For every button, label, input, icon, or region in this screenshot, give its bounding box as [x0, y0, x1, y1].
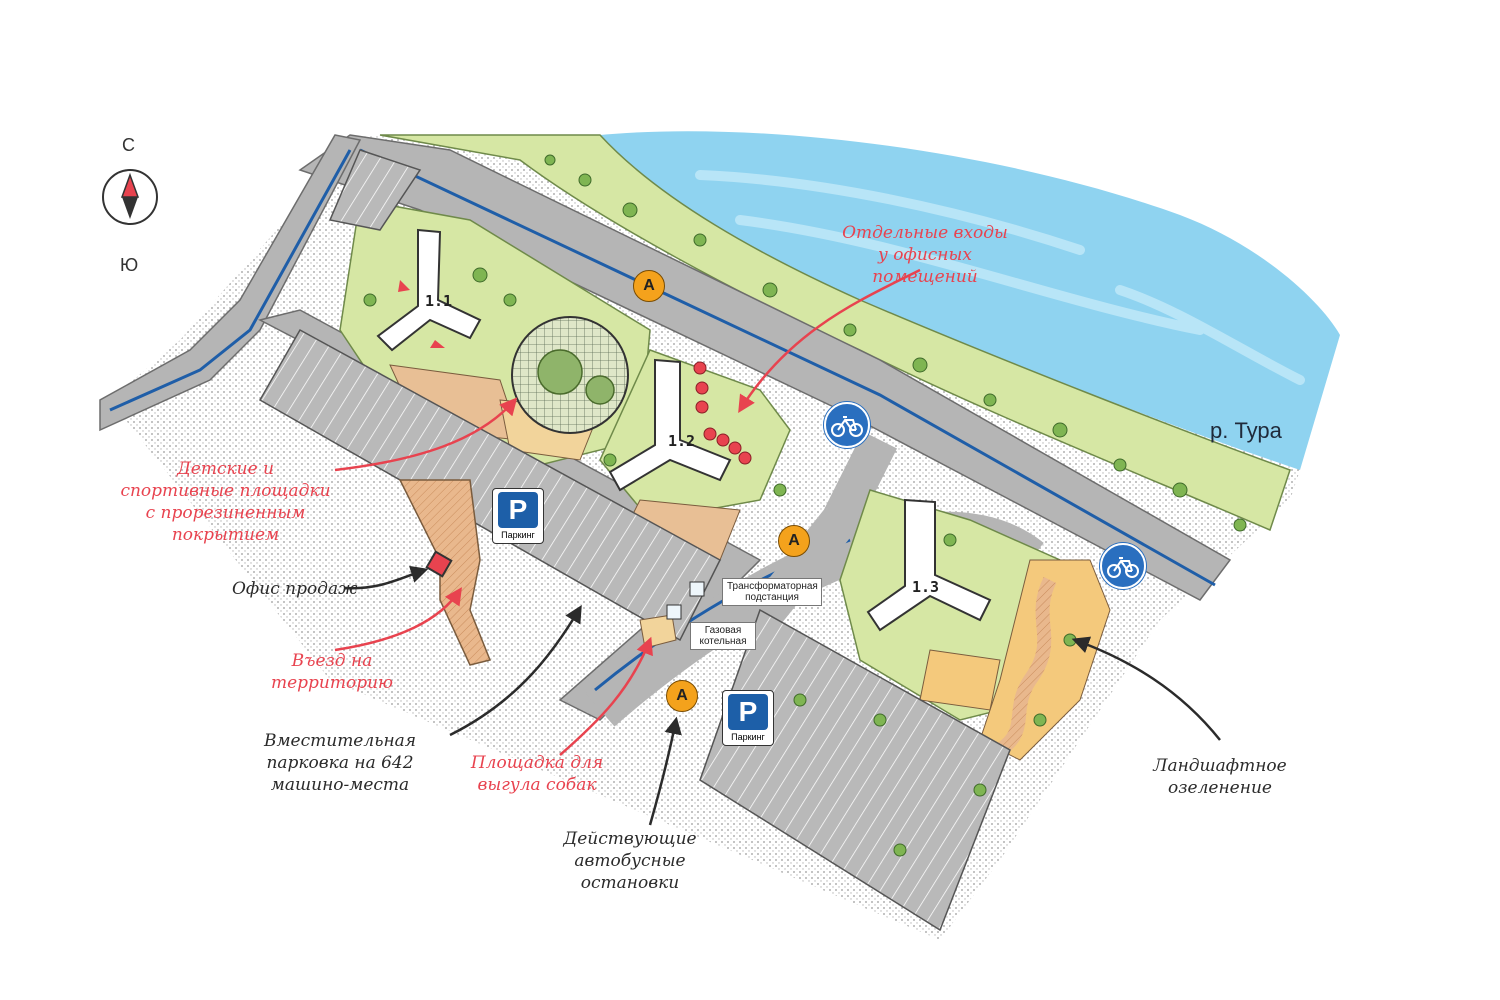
bus-stop-icon: А — [666, 680, 698, 712]
office-entrance-markers — [693, 361, 752, 465]
trees — [363, 154, 1247, 857]
building-1-2 — [608, 358, 732, 492]
callout-bus-stops: Действующие автобусные остановки — [563, 829, 697, 893]
callout-landscaping: Ландшафтное озеленение — [1153, 756, 1287, 798]
parking-lot-north — [328, 149, 422, 231]
parking-caption: Паркинг — [501, 530, 535, 540]
river-label: р. Тура — [1210, 418, 1282, 443]
callout-office-entrances: Отдельные входы у офисных помещений — [842, 223, 1008, 287]
bus-stop-icon: А — [633, 270, 665, 302]
callout-sales-office: Офис продаж — [232, 579, 358, 599]
compass-south-label: Ю — [120, 255, 139, 275]
building-label-1-1: 1.1 — [425, 292, 453, 310]
sales-office-building — [425, 550, 453, 578]
bus-stop-letter: А — [788, 532, 800, 549]
building-label-1-2: 1.2 — [668, 432, 696, 450]
bike-lane-icon — [1100, 543, 1146, 589]
parking-caption: Паркинг — [731, 732, 765, 742]
callout-entry: Въезд на территорию — [270, 651, 394, 693]
building-label-1-3: 1.3 — [912, 578, 940, 596]
bus-stop-icon: А — [778, 525, 810, 557]
bus-stop-letter: А — [676, 687, 688, 704]
bike-lane-icon — [824, 402, 870, 448]
boiler-label: Газовая котельная — [690, 622, 756, 650]
main-road — [298, 134, 1232, 601]
parking-letter: P — [508, 494, 528, 525]
west-road — [99, 134, 362, 432]
parking-lot-west — [258, 328, 721, 642]
callout-dog-area: Площадка для выгула собак — [470, 753, 604, 795]
parking-icon: P — [728, 694, 768, 730]
parking-sign: P Паркинг — [492, 488, 544, 544]
compass-icon — [102, 169, 158, 225]
callout-playgrounds: Детские и спортивные площадки с прорезин… — [120, 459, 331, 545]
callout-parking: Вместительная парковка на 642 машино-мес… — [263, 731, 417, 795]
building-1-3 — [866, 498, 992, 632]
parking-lot-south — [699, 608, 1011, 932]
building-1-1 — [376, 228, 482, 352]
parking-icon: P — [498, 492, 538, 528]
bus-stop-letter: А — [643, 277, 655, 294]
river — [600, 131, 1340, 470]
transformer-label: Трансформаторная подстанция — [722, 578, 822, 606]
compass-north-label: С — [122, 135, 135, 155]
block-1-2-lawn — [599, 349, 791, 521]
compass: С Ю — [100, 135, 160, 275]
parking-letter: P — [738, 696, 758, 727]
parking-sign: P Паркинг — [722, 690, 774, 746]
